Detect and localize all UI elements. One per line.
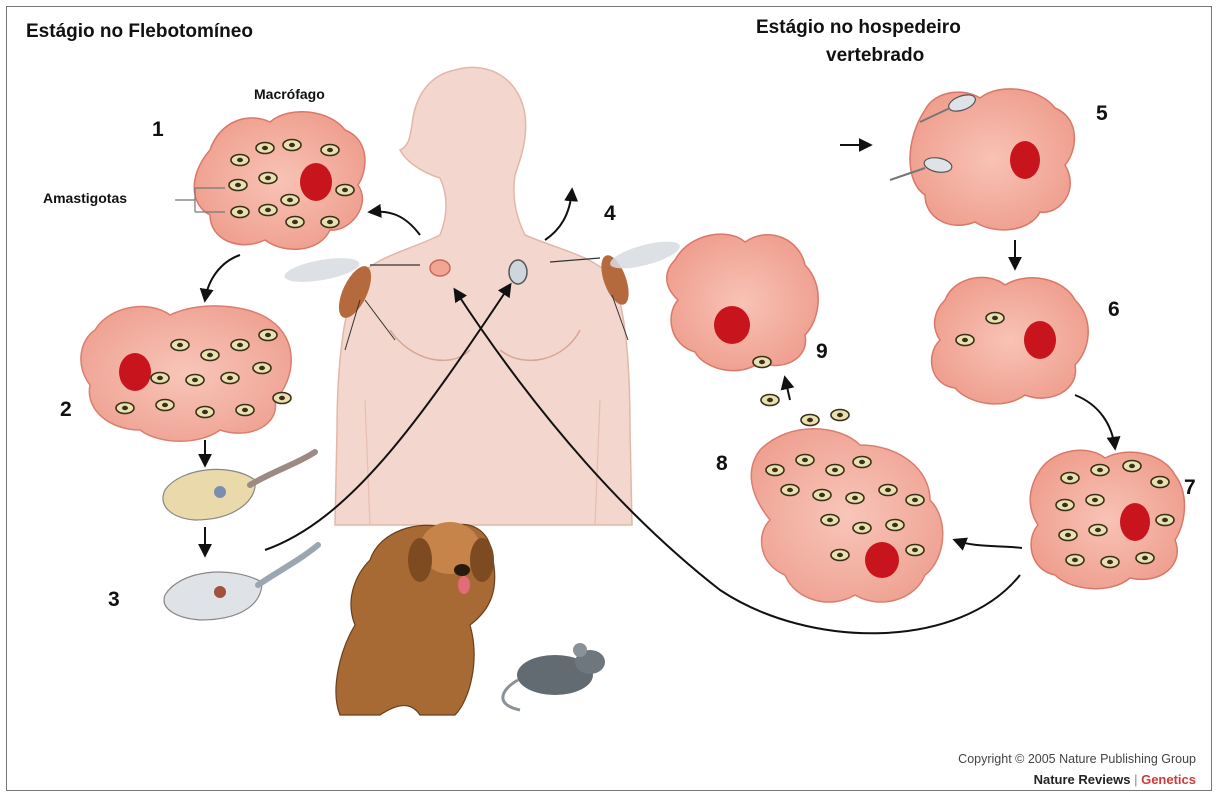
journal-section: Genetics [1141, 772, 1196, 787]
promastigote-upper [163, 452, 315, 520]
cell-step-6 [932, 277, 1089, 403]
copyright-notice: Copyright © 2005 Nature Publishing Group [958, 752, 1196, 766]
step-number-9: 9 [816, 340, 828, 364]
step-number-7: 7 [1184, 476, 1196, 500]
macrophage-label: Macrófago [254, 86, 325, 102]
cell-step-5 [890, 89, 1074, 230]
human-host-silhouette [335, 67, 632, 525]
cell-step-1 [194, 112, 365, 250]
step-number-6: 6 [1108, 298, 1120, 322]
cell-step-8 [751, 395, 942, 603]
step-number-3: 3 [108, 588, 120, 612]
cell-step-7 [1030, 450, 1184, 588]
cell-step-9 [667, 234, 818, 370]
step-number-4: 4 [604, 202, 616, 226]
step-number-1: 1 [152, 118, 164, 142]
step-number-2: 2 [60, 398, 72, 422]
step-number-5: 5 [1096, 102, 1108, 126]
journal-name: Nature Reviews [1034, 772, 1131, 787]
cell-step-2 [81, 306, 291, 441]
dog-reservoir-illustration [336, 522, 495, 715]
vertebrate-stage-title-line2: vertebrado [826, 45, 924, 67]
promastigote-lower [164, 545, 318, 620]
vertebrate-stage-title-line1: Estágio no hospedeiro [756, 17, 961, 39]
sandfly-stage-title: Estágio no Flebotomíneo [26, 21, 253, 43]
step-number-8: 8 [716, 452, 728, 476]
rodent-reservoir-illustration [503, 643, 605, 710]
journal-credit: Nature Reviews | Genetics [1034, 772, 1196, 787]
amastigotes-label: Amastigotas [43, 190, 127, 206]
journal-separator: | [1134, 772, 1137, 787]
